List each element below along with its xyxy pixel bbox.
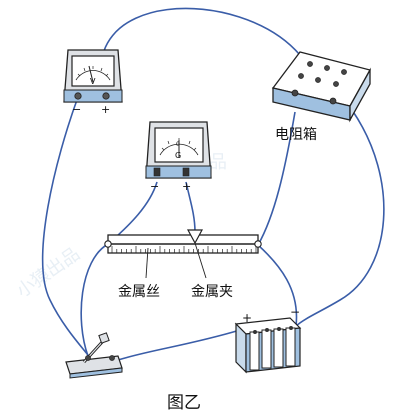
- wire-left-terminal: [104, 240, 112, 248]
- wire-resistance-box-to-wire-right: [257, 111, 296, 246]
- svg-text:+: +: [101, 103, 110, 116]
- resistance-box-left-terminal: [291, 89, 299, 97]
- wire-right-terminal: [254, 240, 262, 248]
- wire-resistance-box-to-battery: [295, 109, 385, 327]
- battery-pack: + −: [234, 305, 302, 374]
- wire-voltmeter-to-switch: [41, 96, 89, 356]
- wire-wire-right-to-battery: [257, 244, 298, 327]
- galvanometer-plus-terminal: [182, 167, 190, 177]
- svg-text:+: +: [182, 180, 191, 193]
- resistance-box-right-terminal: [329, 97, 337, 105]
- knife-switch: [65, 332, 123, 379]
- svg-text:V: V: [90, 77, 96, 86]
- metal-clip-label: 金属夹: [191, 284, 233, 300]
- metal-wire-ruler: 金属丝 金属夹: [104, 229, 262, 300]
- svg-text:−: −: [72, 103, 81, 116]
- svg-text:G: G: [175, 151, 181, 160]
- voltmeter: V − +: [63, 49, 123, 116]
- svg-text:−: −: [150, 180, 159, 193]
- svg-text:0: 0: [176, 141, 180, 148]
- metal-clip: [186, 229, 204, 245]
- galvanometer: 0 G − +: [145, 121, 212, 193]
- wire-wire-left-to-switch: [80, 243, 109, 357]
- wire-switch-to-battery: [117, 329, 241, 361]
- metal-wire-label: 金属丝: [118, 284, 160, 300]
- resistance-box: 电阻箱: [271, 51, 371, 143]
- voltmeter-plus-terminal: [102, 92, 110, 100]
- svg-text:−: −: [290, 305, 300, 319]
- svg-text:+: +: [242, 311, 252, 325]
- galvanometer-minus-terminal: [153, 167, 161, 177]
- resistance-box-label: 电阻箱: [275, 127, 317, 143]
- svg-text:小猿出品: 小猿出品: [13, 244, 84, 302]
- voltmeter-minus-terminal: [74, 92, 82, 100]
- figure-caption: 图乙: [167, 393, 201, 413]
- wire-galvanometer-to-clip: [185, 181, 196, 233]
